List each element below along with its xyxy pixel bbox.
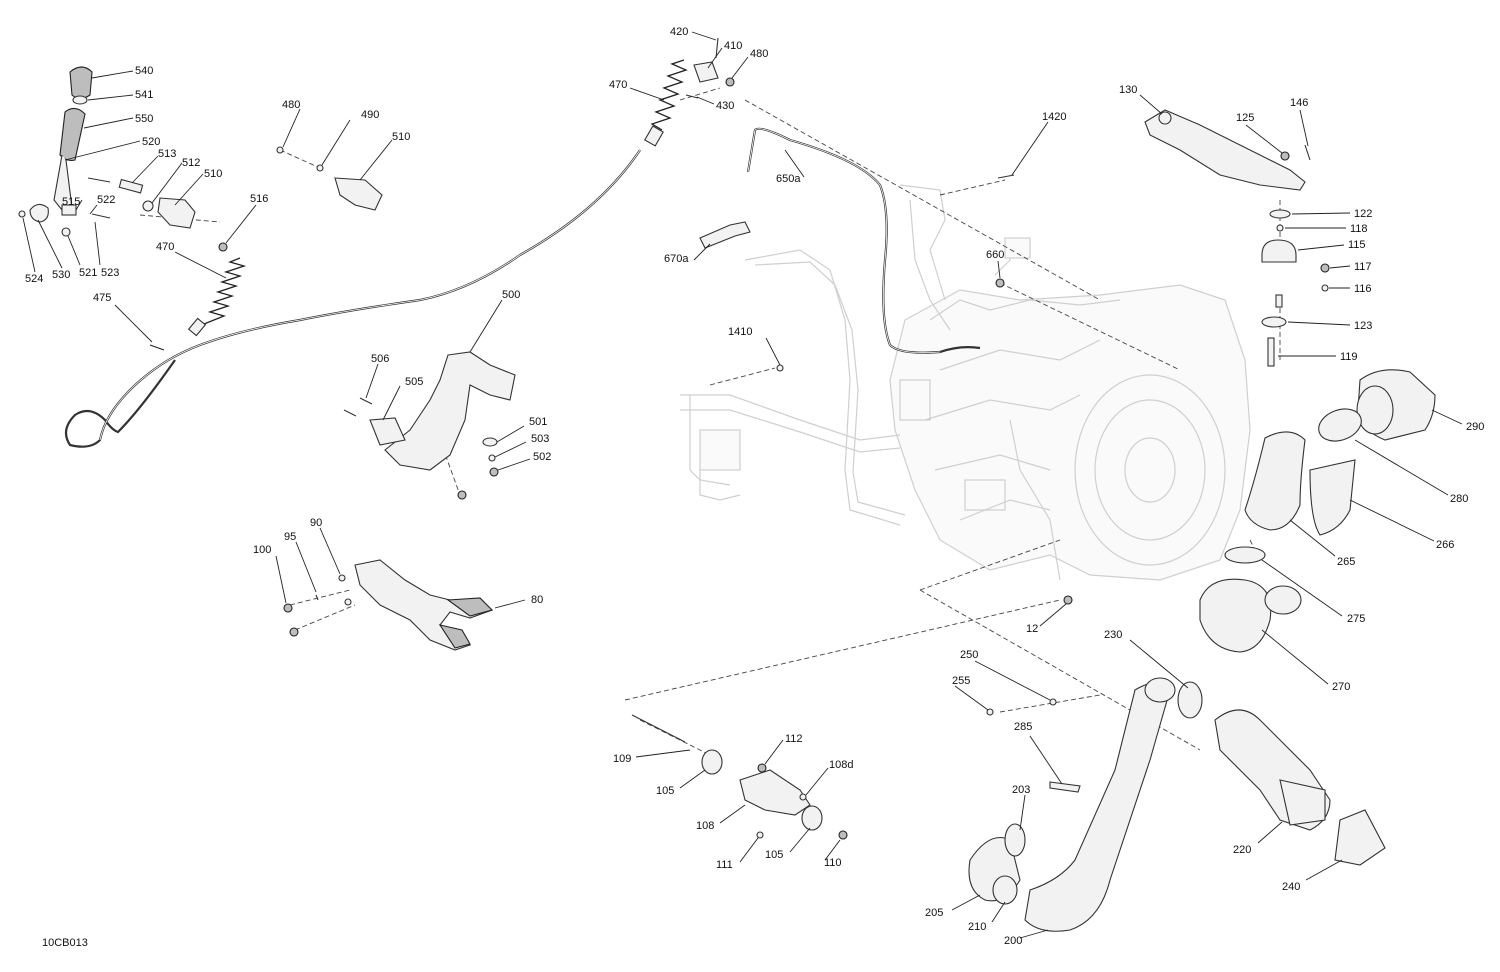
callout-108d: 108d [829, 759, 853, 771]
intake-ducts [1063, 369, 1436, 653]
callout-523: 523 [101, 267, 119, 279]
callout-112: 112 [785, 733, 803, 745]
callout-111: 111 [716, 859, 733, 871]
mounting-bracket-500 [343, 351, 516, 500]
vent-hoses [699, 127, 1015, 372]
clip-530 [29, 203, 49, 223]
callout-110: 110 [824, 857, 842, 869]
callout-275: 275 [1347, 613, 1365, 625]
callout-650a: 650a [776, 173, 801, 185]
callout-512: 512 [182, 157, 200, 169]
callout-122: 122 [1354, 208, 1372, 220]
spacer-513 [118, 178, 144, 194]
callout-470: 470 [156, 241, 174, 253]
callout-12: 12 [1026, 623, 1038, 635]
callout-105: 105 [656, 785, 674, 797]
callout-540: 540 [135, 65, 153, 77]
callout-280: 280 [1450, 493, 1468, 505]
callout-510: 510 [204, 168, 222, 180]
callout-109: 109 [613, 753, 631, 765]
callout-220: 220 [1233, 844, 1251, 856]
callout-255: 255 [952, 675, 970, 687]
shift-knob [69, 66, 93, 100]
callout-125: 125 [1236, 112, 1254, 124]
shift-boot [59, 107, 86, 161]
callout-118: 118 [1350, 223, 1368, 235]
shift-cable [64, 37, 735, 448]
callout-530: 530 [52, 269, 70, 281]
cable-end-410 [693, 61, 719, 83]
callout-205: 205 [925, 907, 943, 919]
callout-660: 660 [986, 249, 1004, 261]
callout-115: 115 [1348, 239, 1366, 251]
callout-105: 105 [765, 849, 783, 861]
callout-100: 100 [253, 544, 271, 556]
callout-505: 505 [405, 376, 423, 388]
callout-480: 480 [750, 48, 768, 60]
callout-516: 516 [250, 193, 268, 205]
callout-410: 410 [724, 40, 742, 52]
callout-210: 210 [968, 921, 986, 933]
callout-521: 521 [79, 267, 97, 279]
callout-550: 550 [135, 113, 153, 125]
callout-203: 203 [1012, 784, 1030, 796]
callout-503: 503 [531, 433, 549, 445]
callout-524: 524 [25, 273, 43, 285]
callout-502: 502 [533, 451, 551, 463]
callout-515: 515 [62, 196, 80, 208]
callout-119: 119 [1340, 351, 1358, 363]
callout-1420: 1420 [1042, 111, 1066, 123]
callout-266: 266 [1436, 539, 1454, 551]
callout-95: 95 [284, 531, 296, 543]
callout-230: 230 [1104, 629, 1122, 641]
rubber-mount-115 [1261, 239, 1297, 263]
callout-430: 430 [716, 100, 734, 112]
callout-130: 130 [1119, 84, 1137, 96]
callout-513: 513 [158, 148, 176, 160]
callout-117: 117 [1354, 261, 1372, 273]
callout-541: 541 [135, 89, 153, 101]
leader-lines [22, 31, 1463, 939]
callout-520: 520 [142, 136, 160, 148]
callout-290: 290 [1466, 421, 1484, 433]
engine-support-130 [1144, 109, 1330, 367]
callout-470: 470 [609, 79, 627, 91]
callout-265: 265 [1337, 556, 1355, 568]
shift-lever-assembly [18, 66, 228, 252]
callout-420: 420 [670, 26, 688, 38]
mount-bracket-108 [631, 714, 848, 840]
callout-480: 480 [282, 99, 300, 111]
callout-108: 108 [696, 820, 714, 832]
callout-510: 510 [392, 131, 410, 143]
callout-200: 200 [1004, 935, 1022, 947]
callout-500: 500 [502, 289, 520, 301]
callout-1410: 1410 [728, 326, 752, 338]
callout-80: 80 [531, 594, 543, 606]
callout-240: 240 [1282, 881, 1300, 893]
callout-90: 90 [310, 517, 322, 529]
callout-670a: 670a [664, 253, 689, 265]
engine-ghost-outline [680, 184, 1251, 581]
callout-501: 501 [529, 416, 547, 428]
intake-pipe-200 [968, 677, 1386, 932]
callout-475: 475 [93, 292, 111, 304]
shift-cable-spring-left [149, 257, 247, 351]
drawing-code: 10CB013 [42, 937, 88, 949]
shifter-bracket [157, 197, 196, 229]
callout-146: 146 [1290, 97, 1308, 109]
callout-490: 490 [361, 109, 379, 121]
callout-285: 285 [1014, 721, 1032, 733]
knob-ring [72, 95, 88, 105]
callout-123: 123 [1354, 320, 1372, 332]
pedal-assembly-80 [283, 559, 494, 651]
callout-250: 250 [960, 649, 978, 661]
callout-270: 270 [1332, 681, 1350, 693]
callout-522: 522 [97, 194, 115, 206]
callout-506: 506 [371, 353, 389, 365]
callout-116: 116 [1354, 283, 1372, 295]
cable-bracket-510 [276, 146, 383, 211]
